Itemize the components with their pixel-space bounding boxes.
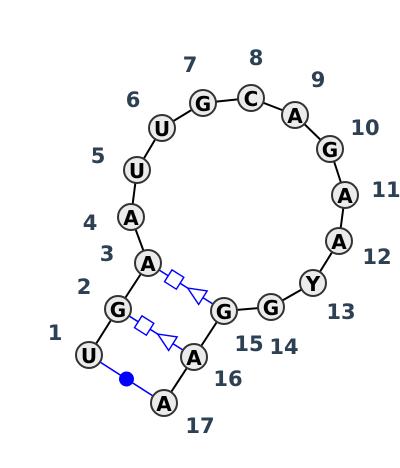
nucleotide-10-base: G	[322, 138, 338, 162]
nucleotide-11-base: A	[337, 184, 353, 208]
nucleotide-10: G	[316, 135, 344, 163]
nucleotide-14: G	[257, 293, 285, 321]
nucleotide-14-index-label: 14	[269, 335, 298, 359]
nucleotide-8-base: C	[244, 87, 259, 111]
nucleotide-4: A	[117, 203, 145, 231]
pair-square-triangle-symbol	[133, 314, 179, 352]
nucleotide-15: G	[210, 297, 238, 325]
nucleotide-13: Y	[299, 269, 327, 297]
nucleotide-2-index-label: 2	[77, 275, 92, 299]
nucleotide-2: G	[104, 295, 132, 323]
nucleotide-15-index-label: 15	[234, 332, 263, 356]
nucleotide-13-index-label: 13	[326, 300, 355, 324]
nucleotide-11: A	[331, 181, 359, 209]
nucleotide-7-base: G	[195, 92, 211, 116]
nucleotide-8: C	[237, 84, 265, 112]
nucleotide-17-index-label: 17	[185, 414, 214, 438]
nucleotide-10-index-label: 10	[350, 116, 379, 140]
nucleotide-9-index-label: 9	[311, 68, 326, 92]
nucleotide-16-index-label: 16	[213, 367, 242, 391]
nucleotide-7-index-label: 7	[183, 53, 198, 77]
nucleotide-4-base: A	[123, 206, 139, 230]
nucleotide-9-base: A	[287, 104, 303, 128]
nucleotide-12: A	[325, 227, 353, 255]
nucleotide-16-base: A	[186, 346, 202, 370]
nucleotide-3-index-label: 3	[100, 242, 115, 266]
nucleotide-6: U	[148, 114, 176, 142]
nucleotide-2-base: G	[110, 298, 126, 322]
nucleotide-1-index-label: 1	[48, 321, 63, 345]
backbone-layer	[88, 97, 346, 404]
nucleotide-5-index-label: 5	[91, 144, 106, 168]
nucleotide-6-index-label: 6	[126, 88, 141, 112]
nucleotide-17: A	[150, 389, 178, 417]
nucleotide-5-base: U	[129, 159, 145, 183]
nucleotide-16: A	[180, 343, 208, 371]
nucleotide-4-index-label: 4	[83, 211, 98, 235]
nucleotide-3: A	[134, 249, 162, 277]
base-pair-1-17	[88, 354, 165, 404]
base-pair-3-15	[147, 262, 225, 312]
nucleotide-8-index-label: 8	[249, 46, 264, 70]
nucleotide-14-base: G	[263, 296, 279, 320]
nucleotide-6-base: U	[154, 117, 170, 141]
base-pair-layer	[88, 262, 225, 404]
pair-square-triangle-symbol	[163, 268, 209, 306]
nucleotide-17-base: A	[156, 392, 172, 416]
nucleotide-3-base: A	[140, 252, 156, 276]
nucleotide-1-base: U	[81, 344, 97, 368]
nucleotide-12-base: A	[331, 230, 347, 254]
pair-dot-symbol	[119, 371, 134, 387]
nucleotide-13-base: Y	[305, 272, 321, 296]
nucleotide-15-base: G	[216, 300, 232, 324]
nucleotide-12-index-label: 12	[362, 245, 391, 269]
base-pair-2-16	[117, 308, 195, 358]
nucleotide-9: A	[281, 101, 309, 129]
nucleotide-11-index-label: 11	[371, 178, 400, 202]
nucleotide-5: U	[123, 156, 151, 184]
nucleotide-7: G	[189, 89, 217, 117]
nucleotide-1: U	[75, 341, 103, 369]
